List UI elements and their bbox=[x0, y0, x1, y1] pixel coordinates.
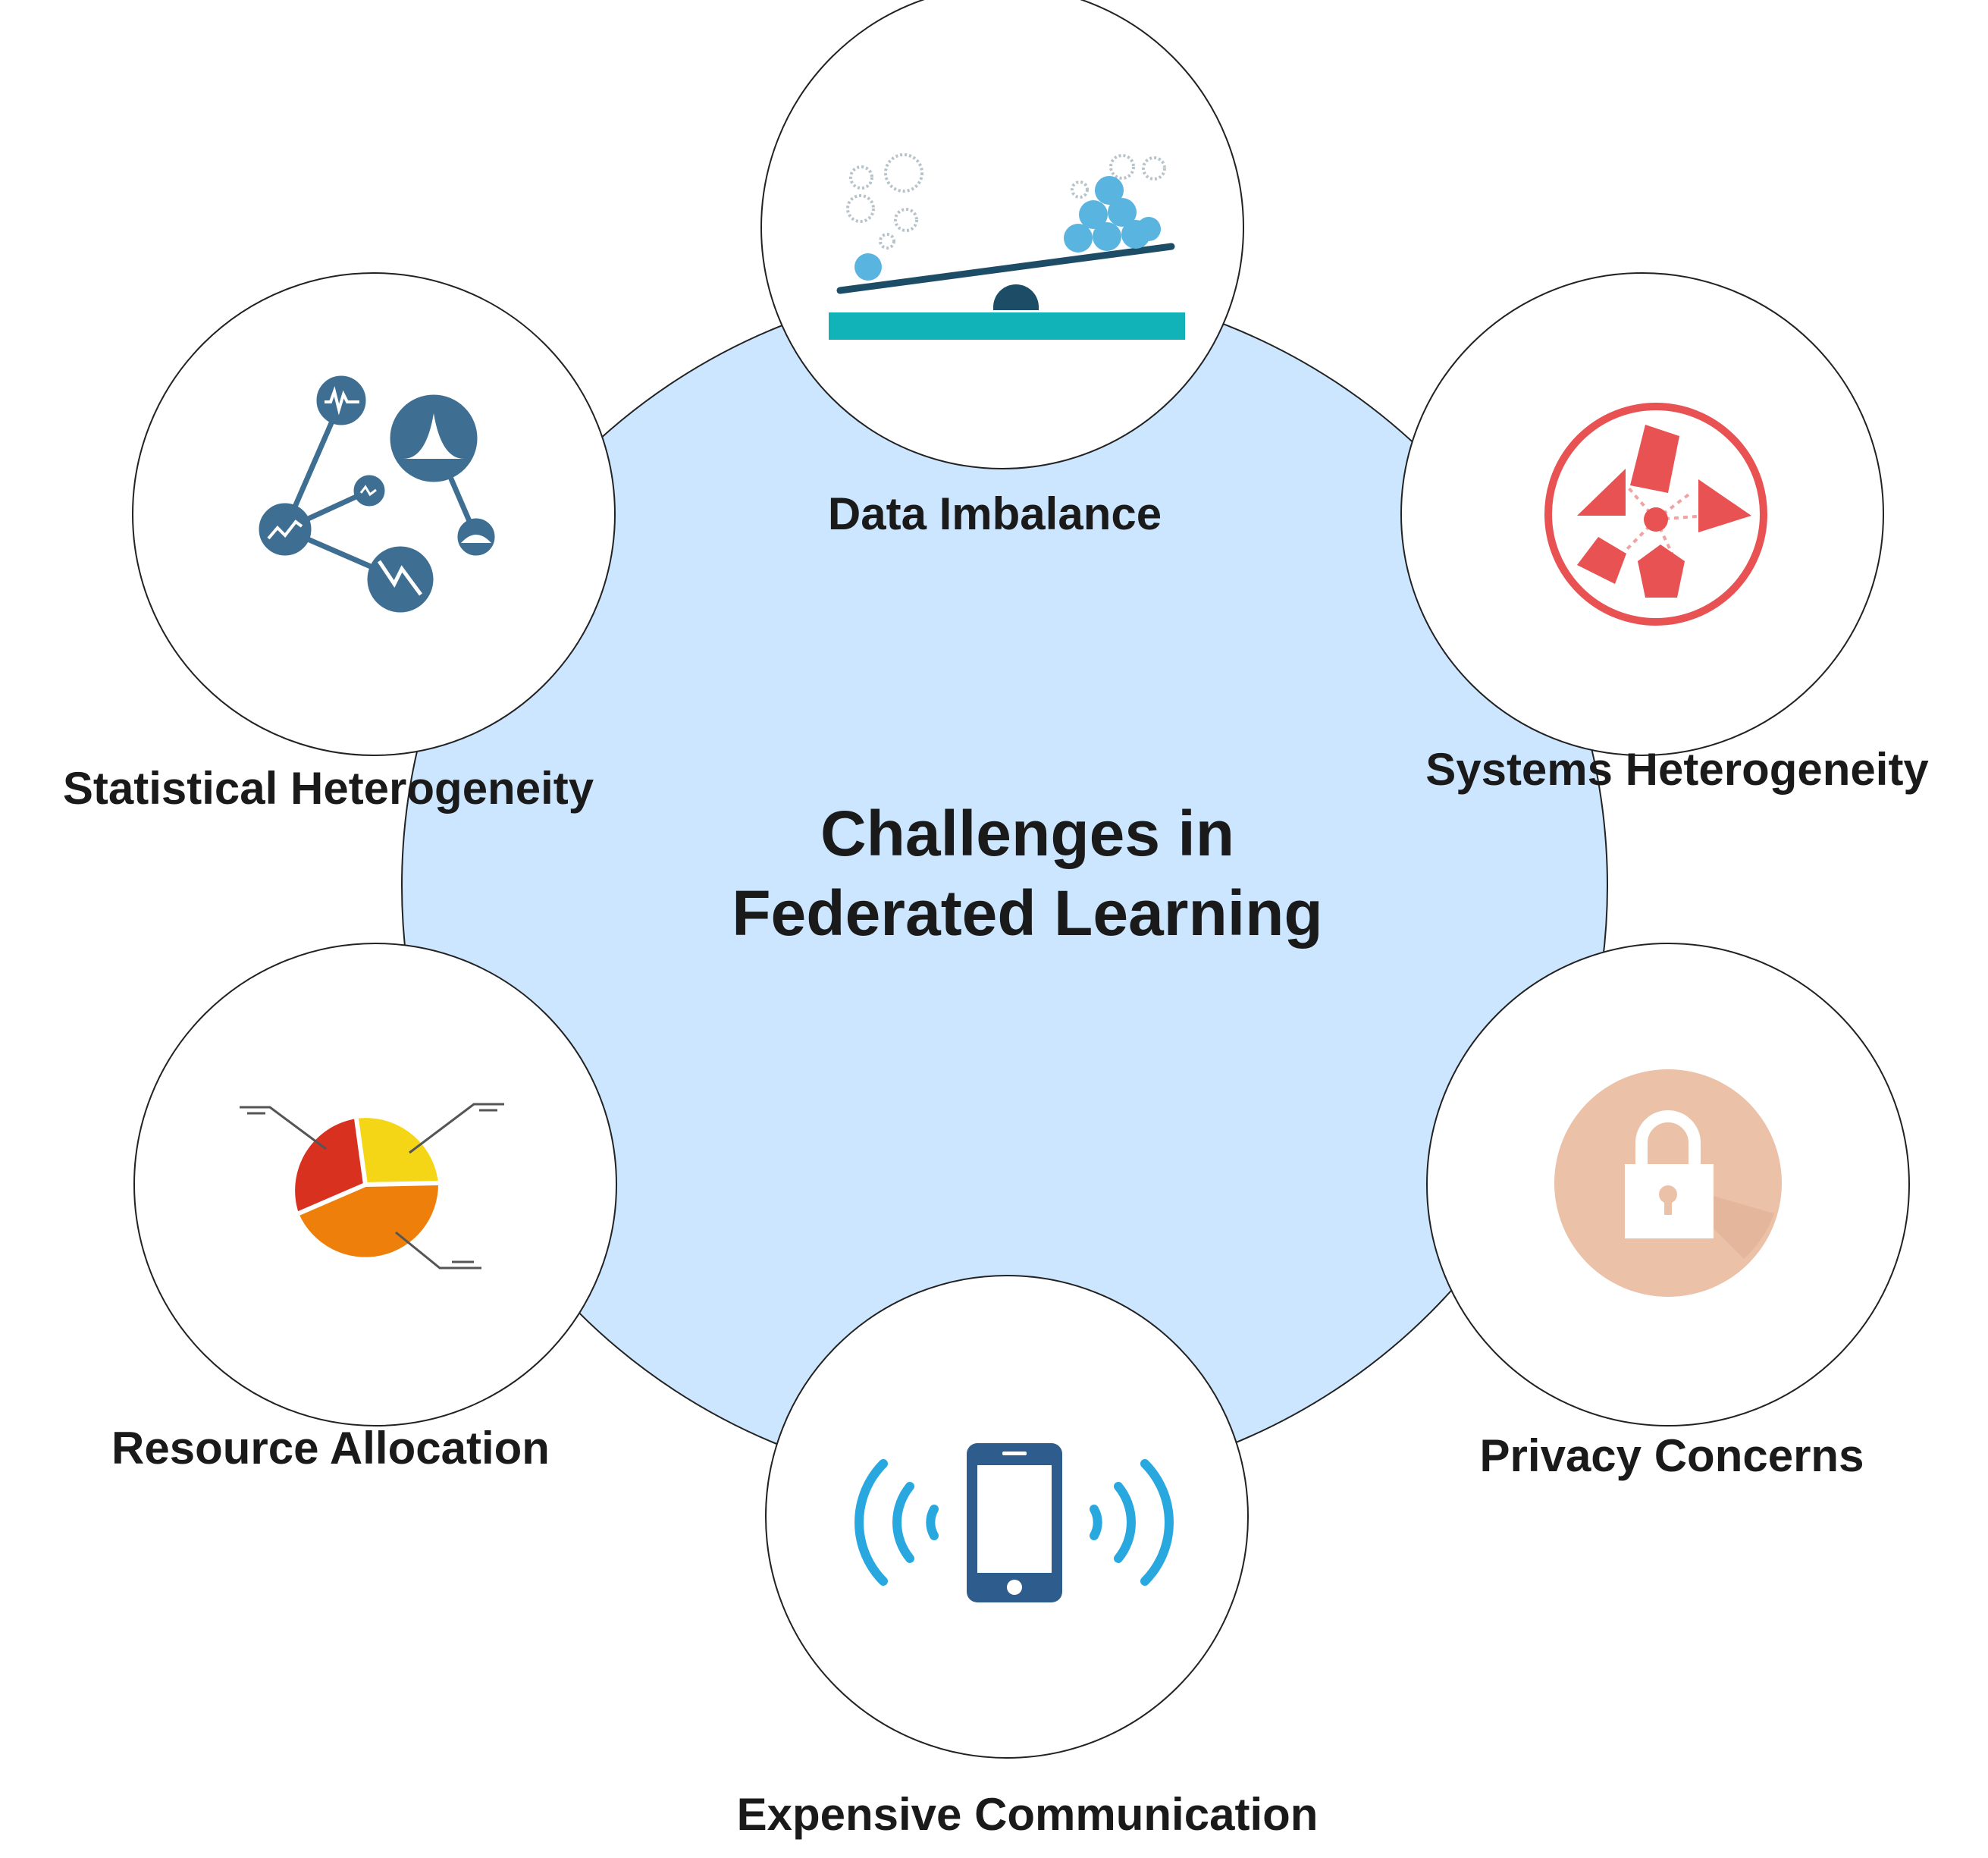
systems-heterogeneity-circle bbox=[1400, 272, 1884, 756]
smartphone-signal-icon bbox=[854, 1443, 1174, 1602]
diagram-title-line-2: Federated Learning bbox=[732, 877, 1323, 949]
diagram-title-line-1: Challenges in bbox=[820, 798, 1234, 869]
data-imbalance-circle bbox=[760, 0, 1244, 469]
connected-shapes-icon bbox=[1544, 403, 1767, 626]
privacy-concerns-label: Privacy Concerns bbox=[1480, 1430, 1864, 1481]
seesaw-scale-icon bbox=[829, 153, 1185, 340]
statistical-heterogeneity-circle bbox=[132, 272, 616, 756]
systems-heterogeneity-label: Systems Heterogeneity bbox=[1425, 744, 1929, 795]
pie-chart-icon bbox=[240, 1103, 504, 1270]
padlock-icon bbox=[1554, 1069, 1782, 1297]
statistics-network-icon bbox=[259, 375, 495, 613]
resource-allocation-label: Resource Allocation bbox=[111, 1423, 550, 1474]
expensive-communication-label: Expensive Communication bbox=[737, 1789, 1319, 1840]
data-imbalance-label: Data Imbalance bbox=[828, 488, 1162, 539]
statistical-heterogeneity-label: Statistical Heterogeneity bbox=[63, 763, 594, 814]
